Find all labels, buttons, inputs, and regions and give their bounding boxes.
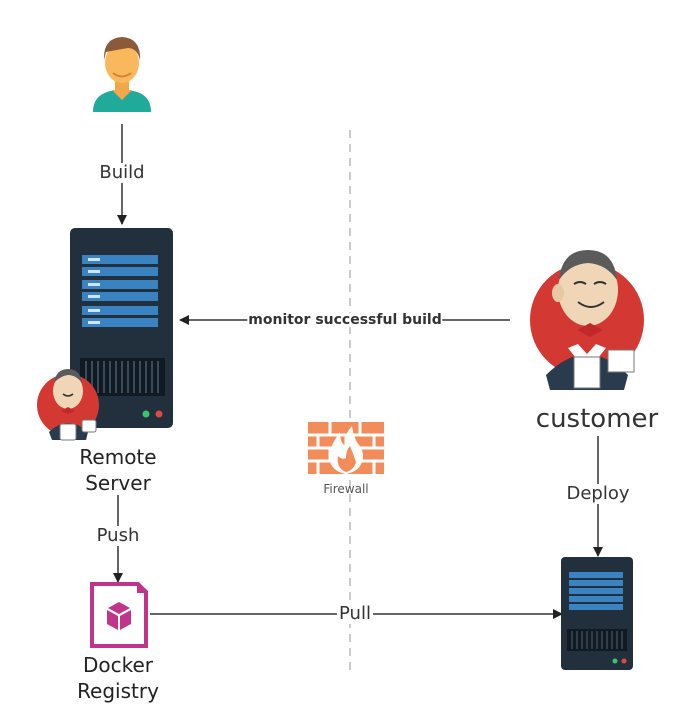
build-label: Build <box>97 162 147 183</box>
remote-server-icon <box>70 228 173 428</box>
firewall-icon <box>308 422 384 474</box>
pull-label: Pull <box>337 603 373 624</box>
firewall-label: Firewall <box>323 482 369 496</box>
push-label: Push <box>94 525 142 546</box>
monitor-label: monitor successful build <box>247 312 443 328</box>
customer-label: customer <box>535 404 659 434</box>
docker-registry-label-line2: Registry <box>77 679 159 703</box>
docker-registry-icon <box>90 582 148 648</box>
remote-server-label: Remote Server <box>68 444 168 496</box>
remote-server-label-line1: Remote <box>79 445 157 469</box>
deploy-server-icon <box>561 557 633 670</box>
docker-registry-label-line1: Docker <box>82 653 154 677</box>
docker-registry-label: Docker Registry <box>63 652 173 704</box>
remote-server-label-line2: Server <box>85 471 151 495</box>
deploy-label: Deploy <box>564 483 632 504</box>
person-icon <box>93 37 151 112</box>
jenkins-icon-small <box>37 369 99 441</box>
jenkins-icon-customer <box>530 250 644 390</box>
